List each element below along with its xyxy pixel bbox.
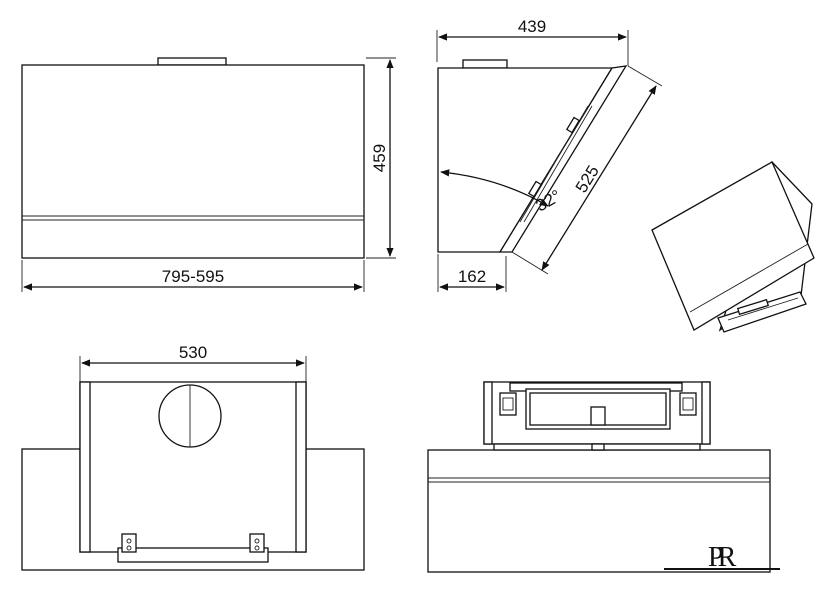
isometric-view [651, 160, 815, 333]
side-chimney-stub [462, 59, 508, 69]
plan-chimney-right-edge [295, 381, 307, 553]
plan-width-label: 530 [179, 343, 207, 362]
plan-chimney-left-edge [79, 381, 91, 553]
iso-glass-front [651, 161, 815, 331]
front-view: 459 795-595 [21, 57, 396, 292]
front-hood-body [21, 64, 365, 259]
bottom-unit-right-edge [701, 381, 711, 445]
bottom-center-tab [590, 406, 606, 426]
plan-view: 530 [21, 343, 365, 571]
bottom-hood-base [427, 449, 771, 573]
side-glass-length-dimension-line [541, 85, 657, 271]
side-glass-length-label: 525 [572, 162, 603, 196]
bottom-unit-left-edge [483, 381, 493, 445]
bottom-small-tab [591, 443, 605, 451]
front-chimney-stub [157, 57, 227, 66]
plan-bracket-bar [117, 547, 269, 563]
front-width-label: 795-595 [162, 267, 224, 286]
side-bottom-label: 162 [458, 267, 486, 286]
front-height-label: 459 [370, 144, 389, 172]
bottom-clip-left [499, 392, 517, 416]
side-view: 439 32° 525 162 [436, 17, 663, 292]
bottom-clip-right [679, 392, 697, 416]
side-angle-arc [440, 169, 549, 207]
side-depth-label: 439 [518, 17, 546, 36]
bottom-view [427, 381, 771, 573]
iso-tray-slot [736, 298, 770, 316]
